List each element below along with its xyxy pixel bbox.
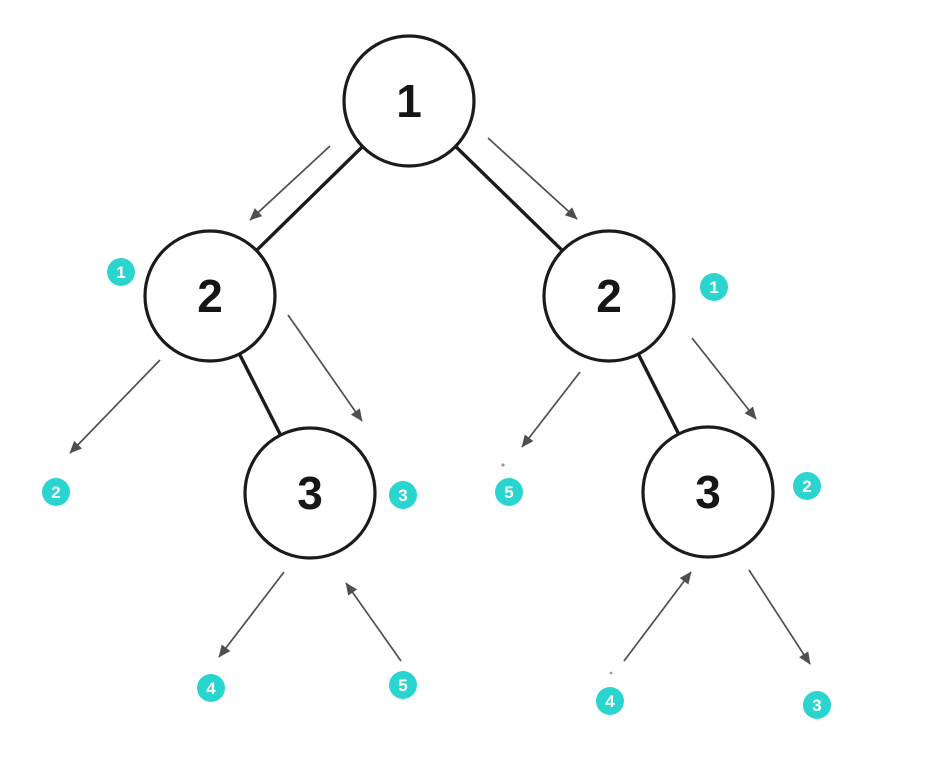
badge-value: 1: [116, 263, 125, 282]
traversal-arrow-return-up-to-right-3: [623, 571, 692, 662]
node-value: 3: [695, 466, 721, 518]
badge-value: 3: [812, 696, 821, 715]
badge-value: 4: [605, 692, 615, 711]
traversal-arrow-right-2-to-left-null: [521, 371, 581, 448]
tree-node-right-2: 2: [542, 229, 676, 363]
badge-circle: [107, 258, 135, 286]
badge-circle: [803, 691, 831, 719]
traversal-arrow-right-3-to-right-null: [748, 569, 811, 665]
node-value: 2: [596, 270, 622, 322]
node-circle: [641, 425, 775, 559]
step-badge-right-3-count: 2: [793, 472, 821, 500]
tree-node-root: 1: [342, 34, 476, 168]
step-badge-left-null-of-right-3: 4: [596, 687, 624, 715]
traversal-arrow-left-2-to-left-3: [287, 314, 363, 422]
tree-node-left-2: 2: [143, 229, 277, 363]
badge-circle: [596, 687, 624, 715]
badge-value: 3: [398, 486, 407, 505]
node-circle: [342, 34, 476, 168]
step-badge-left-2-count: 1: [107, 258, 135, 286]
badge-circle: [42, 478, 70, 506]
traversal-arrow-left-2-to-left-null: [69, 359, 161, 454]
traversal-arrow-return-up-to-left-3: [345, 582, 402, 662]
step-badge-left-3-count: 3: [389, 481, 417, 509]
badge-value: 4: [206, 679, 216, 698]
badge-circle: [700, 273, 728, 301]
badge-circle: [793, 472, 821, 500]
badge-circle: [389, 671, 417, 699]
badge-circle: [389, 481, 417, 509]
step-badge-left-null-of-right-2: 5: [495, 478, 523, 506]
node-value: 3: [297, 467, 323, 519]
node-value: 1: [396, 75, 422, 127]
traversal-arrow-root-to-right-2: [487, 137, 578, 220]
badge-circle: [495, 478, 523, 506]
tree-node-right-3: 3: [641, 425, 775, 559]
badge-value: 1: [709, 278, 718, 297]
tree-node-left-3: 3: [243, 426, 377, 560]
node-value: 2: [197, 270, 223, 322]
stray-mark: [501, 463, 505, 467]
badge-value: 5: [398, 676, 407, 695]
badge-value: 5: [504, 483, 513, 502]
stray-mark: [609, 671, 613, 675]
badge-circle: [197, 674, 225, 702]
step-badge-left-null-of-2: 2: [42, 478, 70, 506]
traversal-arrow-right-2-to-right-3: [691, 337, 757, 420]
badge-value: 2: [802, 477, 811, 496]
traversal-arrow-left-3-to-left-null: [218, 571, 285, 658]
node-circle: [542, 229, 676, 363]
badge-value: 2: [51, 483, 60, 502]
step-badge-right-null-of-left-3: 5: [389, 671, 417, 699]
step-badge-left-null-of-left-3: 4: [197, 674, 225, 702]
step-badge-right-2-count: 1: [700, 273, 728, 301]
traversal-arrow-root-to-left-2: [249, 145, 331, 221]
node-circle: [143, 229, 277, 363]
node-circle: [243, 426, 377, 560]
step-badge-right-null-of-right-3: 3: [803, 691, 831, 719]
